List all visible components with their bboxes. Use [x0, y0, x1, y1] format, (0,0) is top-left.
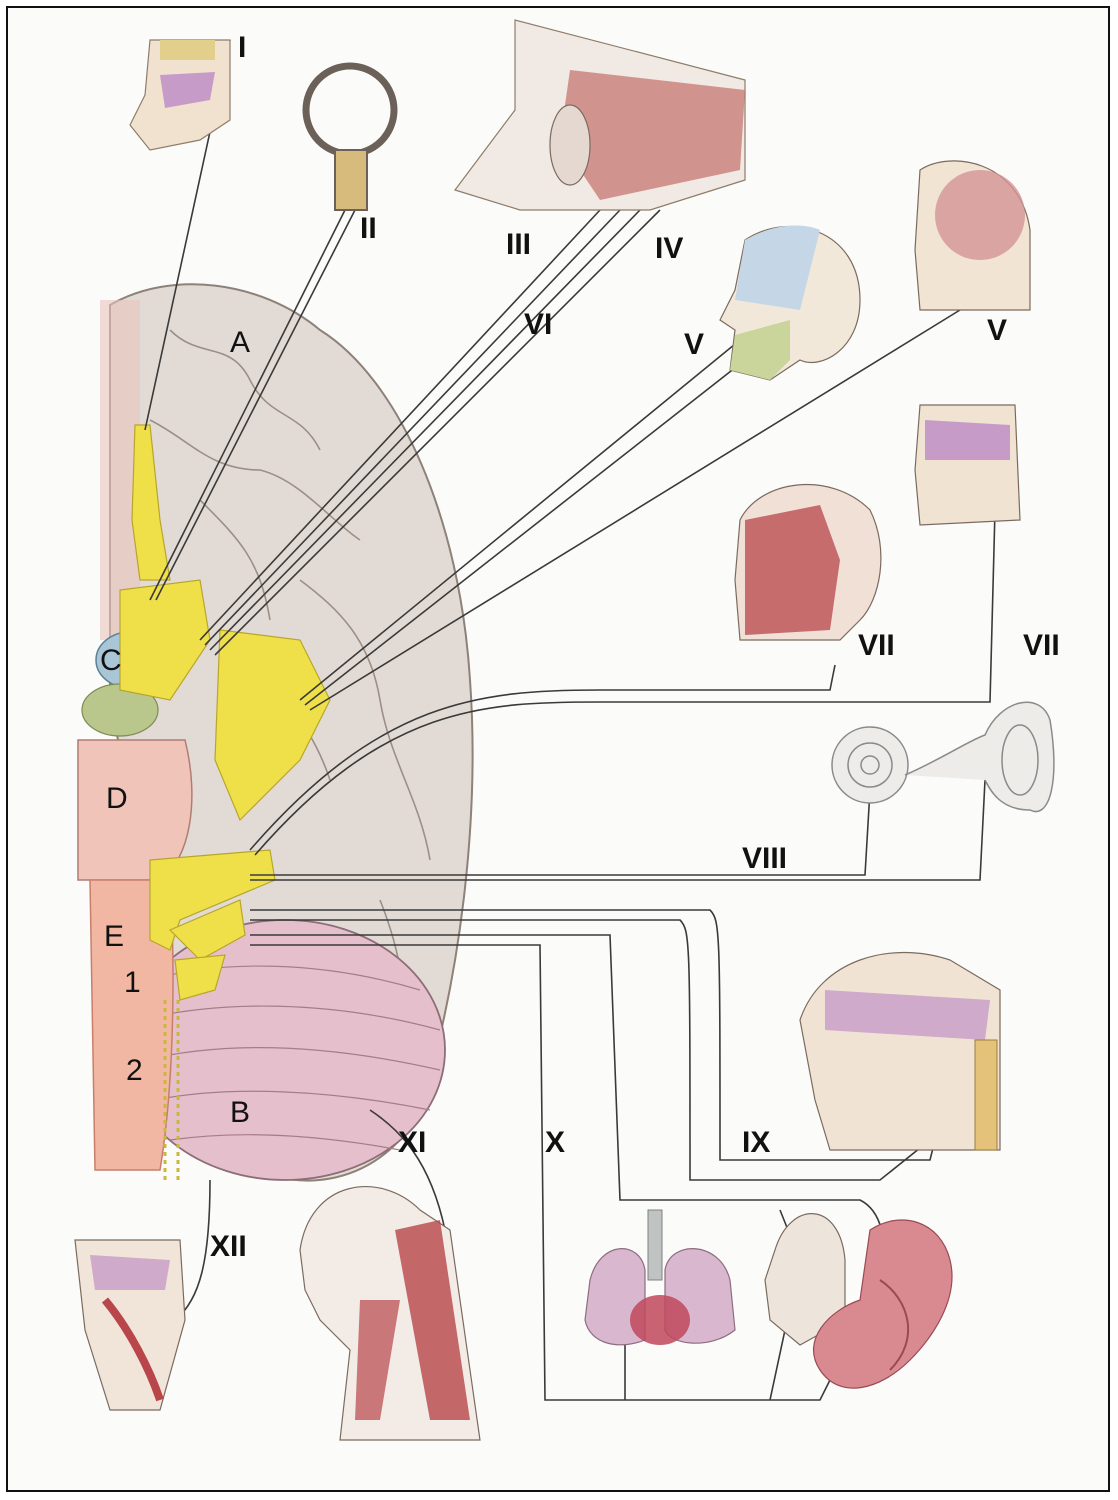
label-nerve-IX: IX [742, 1126, 770, 1159]
label-nerve-IV: IV [655, 232, 683, 265]
orbit-muscles-illustration [455, 20, 745, 210]
label-region-E: E [104, 920, 124, 953]
nasal-cavity-illustration [130, 40, 230, 150]
sagittal-head-illustration [915, 161, 1030, 310]
label-nerve-II: II [360, 212, 377, 245]
label-region-C: C [100, 644, 122, 677]
inner-ear-illustration [832, 702, 1054, 811]
label-nerve-VIII: VIII [742, 842, 787, 875]
face-dermatome-illustration [720, 226, 860, 380]
label-nerve-III: III [506, 228, 531, 261]
facial-muscles-illustration [735, 485, 881, 640]
label-region-A: A [230, 326, 250, 359]
label-nerve-V-head: V [987, 314, 1007, 347]
label-nerve-V-face: V [684, 328, 704, 361]
label-nerve-X: X [545, 1126, 565, 1159]
label-nerve-XI: XI [398, 1126, 426, 1159]
label-nerve-I: I [238, 31, 246, 64]
neck-muscles-illustration [300, 1187, 480, 1440]
eye-illustration [306, 66, 394, 210]
label-region-2: 2 [126, 1054, 143, 1087]
label-nerve-VII-nose: VII [1023, 629, 1060, 662]
label-nerve-VI: VI [524, 308, 552, 341]
tongue-illustration [75, 1240, 185, 1410]
label-nerve-XII: XII [210, 1230, 247, 1263]
nasopharynx-illustration [915, 405, 1020, 525]
lungs-illustration [585, 1210, 735, 1345]
label-region-B: B [230, 1096, 250, 1129]
label-region-1: 1 [124, 966, 141, 999]
pharynx-illustration [800, 953, 1000, 1151]
label-nerve-VII-face: VII [858, 629, 895, 662]
label-region-D: D [106, 782, 128, 815]
